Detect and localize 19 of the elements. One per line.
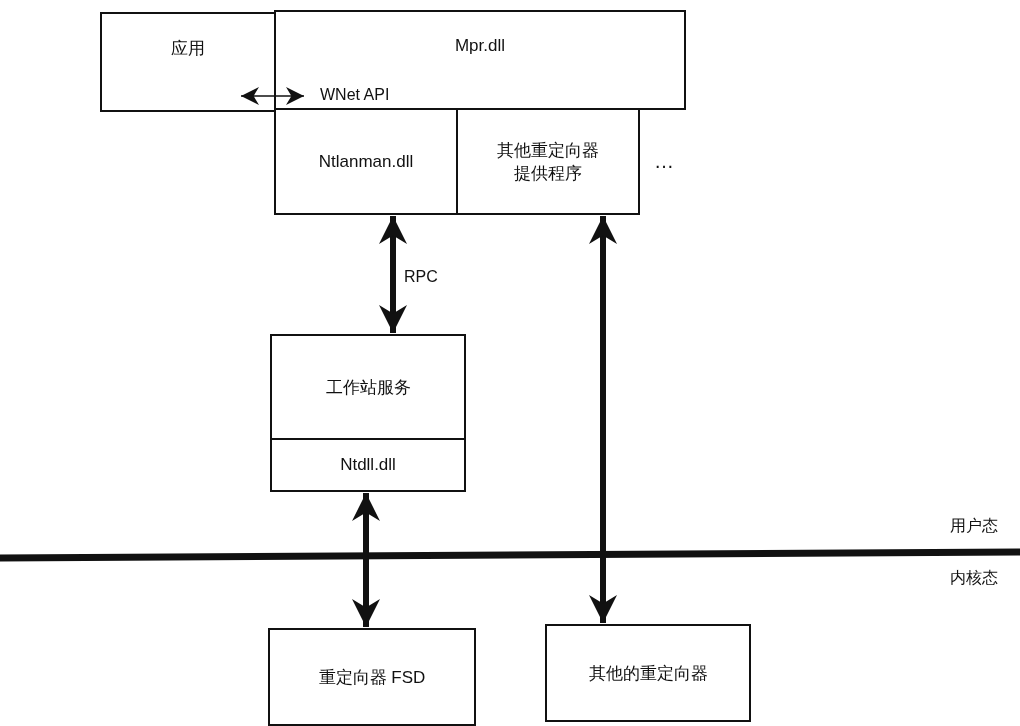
box-label: 重定向器 FSD — [318, 666, 426, 689]
mode-label: 内核态 — [948, 568, 1000, 589]
double-arrow — [352, 493, 380, 627]
box-label: 其他的重定向器 — [588, 662, 708, 685]
box-label: 工作站服务 — [325, 376, 411, 399]
double-arrow — [240, 87, 305, 105]
application-box — [100, 12, 276, 112]
service-box — [270, 334, 466, 440]
box-label: Ntdll.dll — [340, 455, 396, 475]
box-label: Mpr.dll — [454, 36, 506, 56]
redirector-box — [545, 624, 751, 722]
double-arrow — [589, 216, 617, 623]
box-label: 其他重定向器提供程序 — [496, 139, 600, 185]
box-label: Ntlanman.dll — [318, 151, 414, 172]
provider-box — [456, 108, 640, 215]
dll-box — [270, 438, 466, 492]
double-arrow — [379, 216, 407, 333]
redirector-box — [268, 628, 476, 726]
box-label: 应用 — [171, 37, 205, 60]
